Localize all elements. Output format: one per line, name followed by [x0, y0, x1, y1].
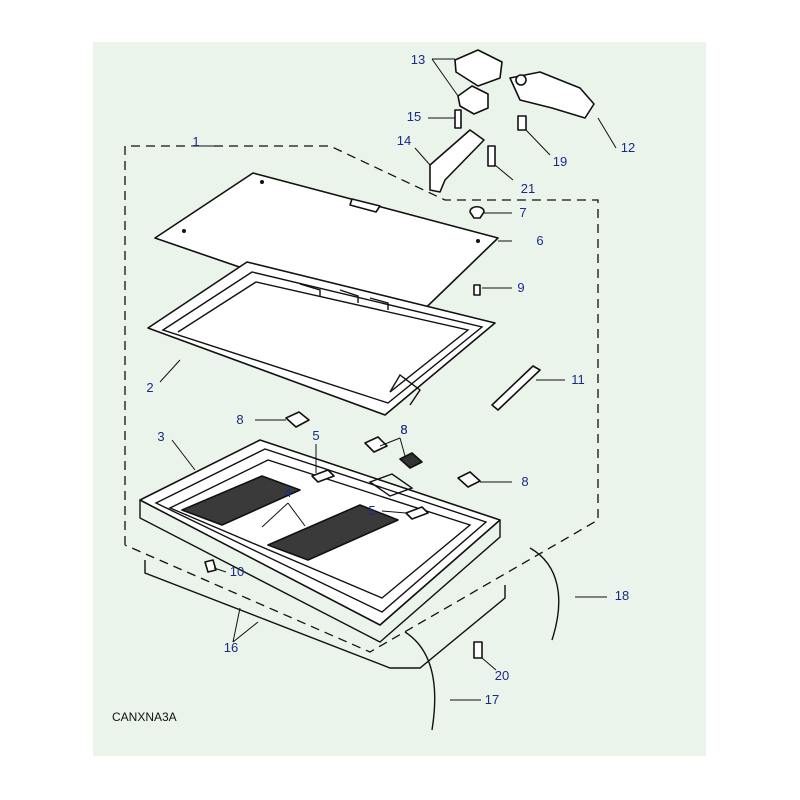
screw-20	[473, 641, 483, 659]
drain-hose-17	[404, 631, 436, 731]
callout-3: 3	[157, 429, 164, 444]
screw-15	[454, 109, 462, 129]
motor-block-13	[454, 49, 503, 87]
screw-21	[487, 145, 496, 167]
slot-1	[311, 469, 335, 483]
diagram-code: CANXNA3A	[112, 710, 177, 724]
callout-8: 8	[236, 412, 243, 427]
callout-10: 10	[230, 564, 244, 579]
glass-panel-tab	[349, 198, 381, 213]
callout-11: 11	[571, 372, 585, 387]
headlining-trim	[144, 560, 506, 669]
gasket-3	[399, 452, 423, 469]
callout-21: 21	[521, 181, 535, 196]
callout-20: 20	[495, 668, 509, 683]
callout-13: 13	[411, 52, 425, 67]
callout-18: 18	[615, 588, 629, 603]
callout-8: 8	[521, 474, 528, 489]
callout-2: 2	[146, 380, 153, 395]
drain-channel-right	[267, 504, 399, 561]
assembly-boundary	[124, 145, 599, 653]
screw-19	[517, 115, 527, 131]
drain-channel-left	[181, 475, 301, 526]
gasket-1	[285, 411, 310, 428]
cap-7	[469, 205, 485, 219]
arm-14	[429, 129, 485, 193]
callout-5: 5	[368, 503, 375, 518]
clip-10	[204, 559, 217, 573]
gasket-2	[364, 436, 388, 453]
callout-8: 8	[400, 422, 407, 437]
callout-1: 1	[192, 134, 199, 149]
callout-9: 9	[517, 280, 524, 295]
callout-17: 17	[485, 692, 499, 707]
slot-2	[405, 506, 429, 520]
callout-6: 6	[536, 233, 543, 248]
gasket-4	[457, 471, 481, 488]
callout-14: 14	[397, 133, 411, 148]
callout-16: 16	[224, 640, 238, 655]
slide-strip	[491, 365, 541, 411]
callout-12: 12	[621, 140, 635, 155]
callout-7: 7	[519, 205, 526, 220]
drain-hose-18	[529, 547, 560, 641]
callout-19: 19	[553, 154, 567, 169]
motor-bracket-13	[457, 85, 489, 115]
callout-8: 8	[400, 422, 407, 437]
callout-4: 4	[284, 485, 291, 500]
motor-12	[509, 71, 595, 119]
callout-15: 15	[407, 109, 421, 124]
callout-5: 5	[312, 428, 319, 443]
screw-9	[473, 284, 481, 296]
